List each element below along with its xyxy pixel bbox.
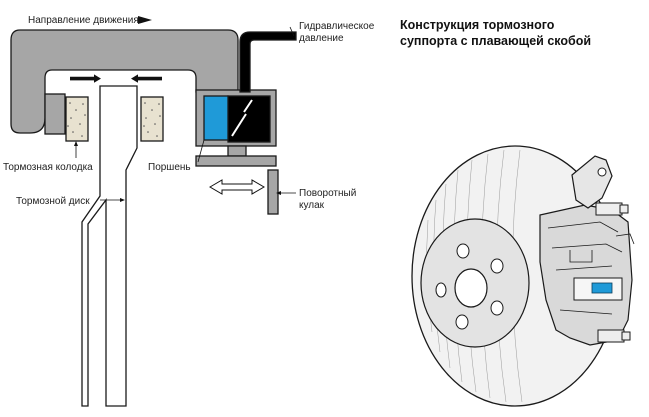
- leader-arrowheads: [74, 141, 281, 202]
- diagram-title-line1: Конструкция тормозного: [400, 18, 555, 32]
- brake-disc-label: Тормозной диск: [16, 196, 90, 207]
- caliper-bracket: [571, 155, 613, 209]
- pad-arrow-left-icon: [131, 74, 162, 83]
- diagram-title: Конструкция тормозного суппорта с плаваю…: [400, 17, 640, 49]
- caliper-housing: [10, 29, 239, 134]
- direction-arrow-icon: [138, 16, 152, 24]
- bracket-bolt-hole: [597, 167, 607, 177]
- brake-disc: [81, 85, 138, 407]
- pad-arrow-right-icon: [70, 74, 101, 83]
- caliper-details: [547, 221, 635, 315]
- guide-bar: [195, 155, 277, 167]
- hydraulic-pipe: [239, 31, 297, 93]
- caliper-body: [539, 204, 633, 346]
- caliper-outer-boss: [44, 93, 66, 135]
- piston-label: Поршень: [148, 162, 191, 173]
- direction-label: Направление движения: [28, 15, 139, 26]
- diagram-title-line2: суппорта с плавающей скобой: [400, 34, 592, 48]
- brake-pad-left: [65, 96, 89, 142]
- steering-knuckle-label-line2: кулак: [299, 200, 325, 211]
- steering-knuckle: [267, 169, 279, 215]
- brake-pad-label: Тормозная колодка: [3, 162, 93, 173]
- disc-brake-illustration: [411, 145, 635, 407]
- brake-pad-right: [140, 96, 164, 142]
- direction-arrows: [70, 16, 162, 83]
- movement-double-arrow-icon: [209, 179, 265, 195]
- steering-knuckle-label-line1: Поворотный: [299, 188, 356, 199]
- lug-holes: [435, 243, 504, 330]
- caliper-piston-blue: [591, 282, 613, 294]
- hub-center-bore: [454, 268, 488, 308]
- fluid-chamber: [227, 95, 271, 143]
- piston: [203, 95, 229, 141]
- pressure-mark: [231, 99, 253, 137]
- hydraulic-pressure-label-line2: давление: [299, 33, 344, 44]
- hydraulic-pressure-label-line1: Гидравлическое: [299, 21, 375, 32]
- caliper-schematic: [10, 29, 297, 407]
- guide-pins: [595, 202, 631, 343]
- leader-lines: [75, 26, 296, 201]
- caliper-stem: [227, 145, 247, 157]
- brake-pad-texture: [67, 102, 161, 137]
